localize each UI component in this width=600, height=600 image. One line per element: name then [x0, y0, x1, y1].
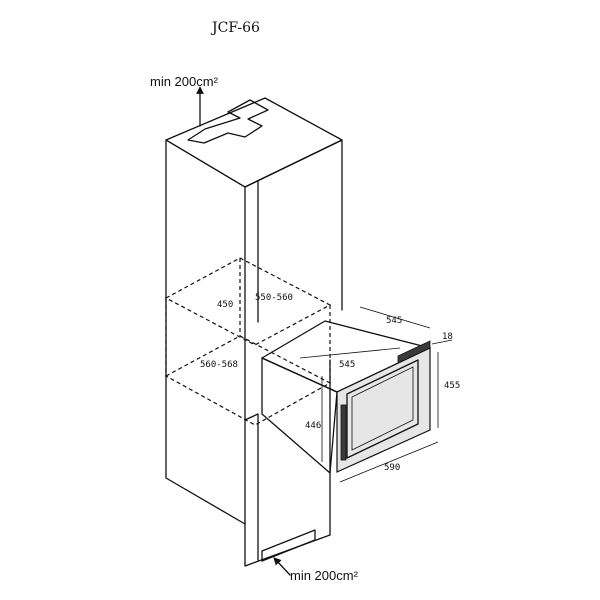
dim-front-width: 590 — [384, 463, 400, 473]
unit-glass-door — [346, 359, 419, 459]
dim-unit-height: 455 — [444, 381, 460, 391]
dim-niche-width: 560-568 — [200, 360, 238, 370]
unit-dimensions: 545 545 18 455 446 590 — [299, 306, 460, 483]
cabinet-left-face — [165, 139, 246, 525]
unit-glass-inner — [351, 366, 414, 451]
dim-unit-width: 545 — [339, 360, 355, 370]
niche-bottom — [164, 335, 332, 426]
vent-top-label: min 200cm² — [150, 74, 219, 89]
cabinet-upper-front — [244, 139, 343, 311]
cabinet-lower-door-edge — [244, 413, 259, 561]
dim-panel: 18 — [442, 332, 453, 342]
panel-dim-leader — [431, 339, 453, 345]
dim-niche-depth: 550-560 — [255, 293, 293, 303]
model-title: JCF-66 — [210, 20, 260, 36]
width-dim-line — [299, 347, 401, 359]
control-strip — [397, 340, 431, 364]
cabinet-top-face — [165, 97, 343, 188]
depth-dim-line — [359, 306, 431, 329]
vent-bottom-arrow — [273, 557, 291, 576]
front-width-dim-line — [339, 441, 439, 483]
vent-bottom-label: min 200cm² — [290, 568, 359, 583]
dim-front-height: 446 — [305, 421, 321, 431]
dim-niche-height: 450 — [217, 300, 233, 310]
door-handle[interactable] — [340, 404, 347, 461]
unit-side — [261, 357, 338, 474]
top-vent-opening — [187, 99, 269, 144]
bottom-vent-grille — [261, 529, 316, 562]
niche-outline — [164, 257, 332, 426]
tall-cabinet — [165, 97, 343, 567]
dim-unit-depth: 545 — [386, 316, 402, 326]
wine-cooler-unit — [261, 320, 431, 474]
